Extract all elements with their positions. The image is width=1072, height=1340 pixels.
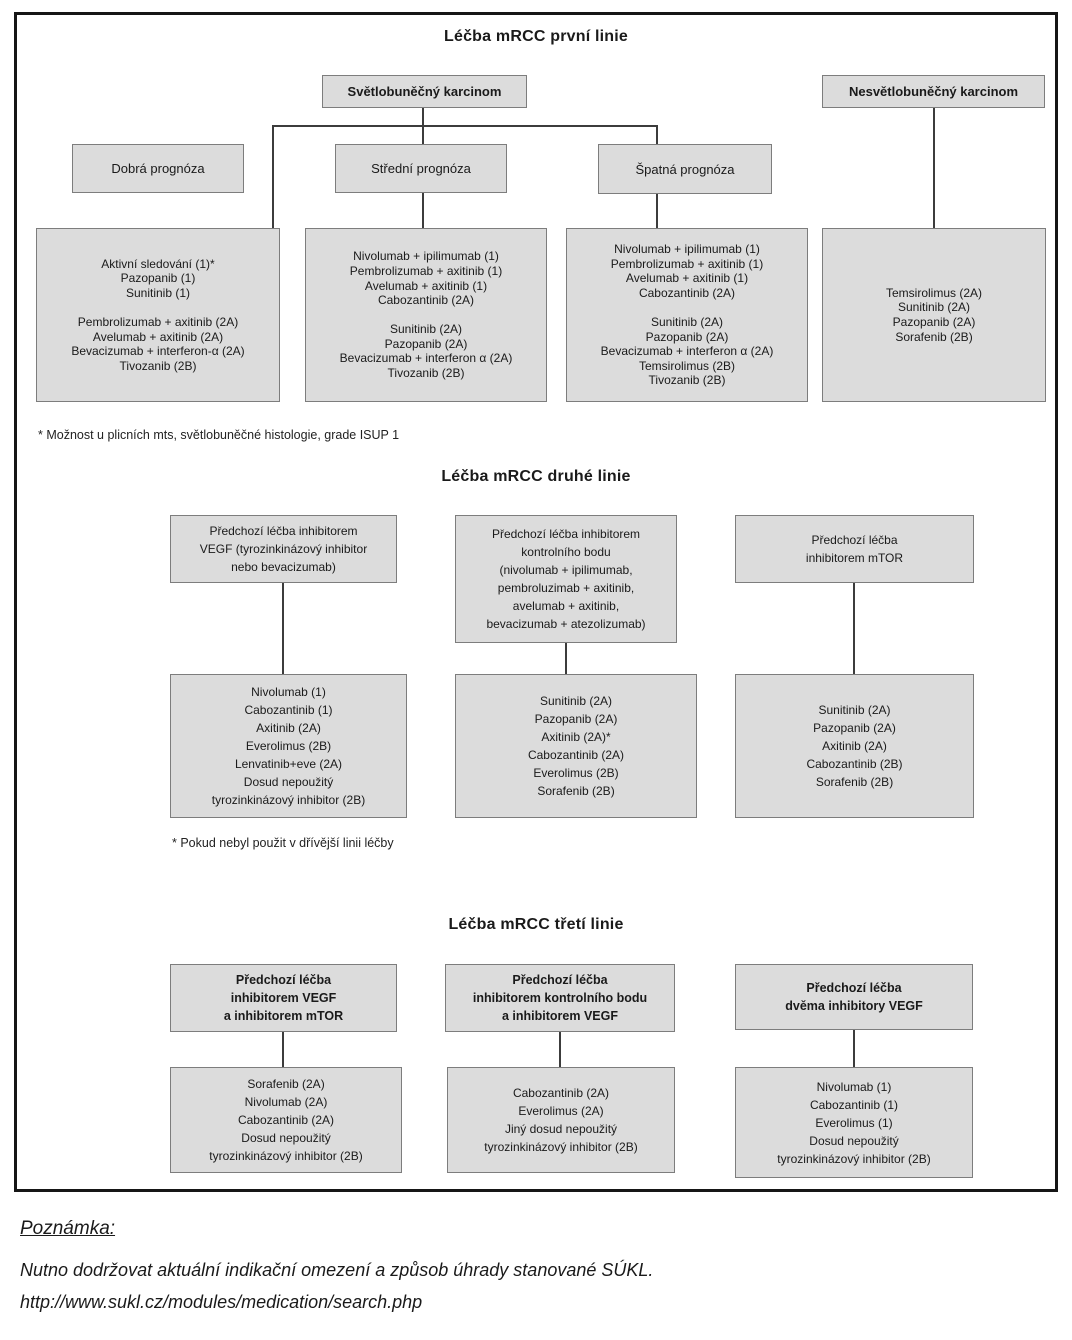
node-non-clear-cell-carcinoma: Nesvětlobuněčný karcinom — [822, 75, 1045, 108]
treatments-intermediate-prognosis: Nivolumab + ipilimumab (1) Pembrolizumab… — [305, 228, 547, 402]
connector-branch-right-down — [656, 125, 658, 144]
section-title-second-line: Léčba mRCC druhé linie — [441, 468, 631, 485]
treatments-good-prognosis: Aktivní sledování (1)* Pazopanib (1) Sun… — [36, 228, 280, 402]
treatments-after-vegf-mtor: Sorafenib (2A) Nivolumab (2A) Cabozantin… — [170, 1067, 402, 1173]
connector-branch-horizontal — [272, 125, 658, 127]
connector-vegf-mtor-down — [282, 1032, 284, 1067]
node-prior-mtor-inhibitor: Předchozí léčba inhibitorem mTOR — [735, 515, 974, 583]
node-prior-vegf-inhibitor: Předchozí léčba inhibitorem VEGF (tyrozi… — [170, 515, 397, 583]
footnote-second-line: * Pokud nebyl použit v dřívější linii lé… — [172, 836, 394, 850]
treatments-after-checkpoint-vegf: Cabozantinib (2A) Everolimus (2A) Jiný d… — [447, 1067, 675, 1173]
connector-two-vegf-down — [853, 1030, 855, 1067]
connector-checkpoint-vegf-down — [559, 1032, 561, 1067]
treatments-after-mtor: Sunitinib (2A) Pazopanib (2A) Axitinib (… — [735, 674, 974, 818]
treatments-poor-prognosis: Nivolumab + ipilimumab (1) Pembrolizumab… — [566, 228, 808, 402]
section-title-third-line: Léčba mRCC třetí linie — [448, 916, 624, 933]
treatments-after-checkpoint: Sunitinib (2A) Pazopanib (2A) Axitinib (… — [455, 674, 697, 818]
section-title-first-line: Léčba mRCC první linie — [444, 28, 628, 45]
connector-non-clear-down — [933, 108, 935, 228]
node-prior-checkpoint-inhibitor: Předchozí léčba inhibitorem kontrolního … — [455, 515, 677, 643]
note-text: Nutno dodržovat aktuální indikační omeze… — [20, 1260, 654, 1280]
connector-intermediate-down — [422, 192, 424, 228]
node-prior-vegf-and-mtor: Předchozí léčba inhibitorem VEGF a inhib… — [170, 964, 397, 1032]
note-label: Poznámka: — [20, 1218, 116, 1239]
treatments-after-two-vegf: Nivolumab (1) Cabozantinib (1) Everolimu… — [735, 1067, 973, 1178]
connector-poor-down — [656, 194, 658, 228]
node-good-prognosis: Dobrá prognóza — [72, 144, 244, 193]
node-prior-checkpoint-and-vegf: Předchozí léčba inhibitorem kontrolního … — [445, 964, 675, 1032]
treatments-non-clear-cell: Temsirolimus (2A) Sunitinib (2A) Pazopan… — [822, 228, 1046, 402]
node-intermediate-prognosis: Střední prognóza — [335, 144, 507, 193]
connector-mtor-down — [853, 583, 855, 674]
treatments-after-vegf: Nivolumab (1) Cabozantinib (1) Axitinib … — [170, 674, 407, 818]
outer-frame — [14, 12, 1058, 1192]
connector-branch-left-down — [272, 125, 274, 228]
node-prior-two-vegf: Předchozí léčba dvěma inhibitory VEGF — [735, 964, 973, 1030]
connector-checkpoint-down — [565, 643, 567, 674]
note-url: http://www.sukl.cz/modules/medication/se… — [20, 1292, 423, 1312]
connector-vegf-down — [282, 583, 284, 674]
node-poor-prognosis: Špatná prognóza — [598, 144, 772, 194]
node-clear-cell-carcinoma: Světlobuněčný karcinom — [322, 75, 527, 108]
footnote-first-line: * Možnost u plicních mts, světlobuněčné … — [38, 428, 400, 442]
